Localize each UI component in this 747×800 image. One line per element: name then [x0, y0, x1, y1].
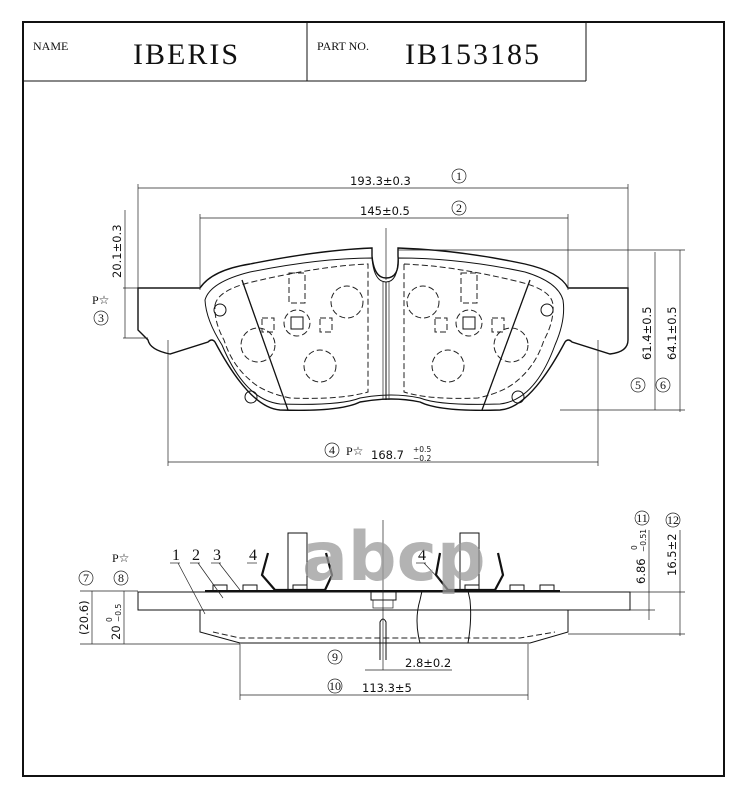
callout-4-right: 4	[418, 547, 426, 564]
dim-11-tol-lower: −0.51	[639, 529, 648, 552]
dim-6-value: 64.1±0.5	[665, 306, 679, 360]
side-view-dimensions: 7 (20.6) P☆ 8 20 0 −0.5 9 2.8±0.2 10 113…	[77, 510, 685, 700]
dim-11-id: 11	[636, 511, 648, 525]
dim-12-value: 16.5±2	[665, 533, 679, 576]
dim-9-id: 9	[332, 650, 338, 664]
top-view-dimensions: 193.3±0.3 1 145±0.5 2 20.1±0.3 P☆ 3 4 P☆…	[92, 168, 685, 466]
dim-4-marker: P☆	[346, 444, 363, 458]
pad-top-view	[137, 247, 629, 412]
dim-4-tol-lower: −0.2	[413, 454, 431, 463]
dim-7-id: 7	[83, 571, 89, 585]
dim-8-id: 8	[118, 571, 124, 585]
dim-11-tol-upper: 0	[630, 545, 639, 550]
name-label: NAME	[33, 39, 68, 53]
dim-5-id: 5	[635, 378, 641, 392]
dim-3-marker: P☆	[92, 293, 109, 307]
dim-10-value: 113.3±5	[362, 681, 412, 695]
dim-3-value: 20.1±0.3	[110, 224, 124, 278]
dim-3-id: 3	[98, 311, 104, 325]
callout-2: 2	[192, 547, 200, 564]
callout-1: 1	[172, 547, 180, 564]
dim-4-tol-upper: +0.5	[413, 445, 431, 454]
dim-10-id: 10	[329, 679, 341, 693]
dim-8-tol-upper: 0	[105, 617, 114, 622]
dim-8-tol-lower: −0.5	[114, 604, 123, 622]
drawing-frame	[22, 21, 725, 777]
dim-11-value: 6.86	[634, 558, 648, 584]
part-no-value: IB153185	[405, 38, 541, 71]
dim-5-value: 61.4±0.5	[640, 306, 654, 360]
dim-7-value: (20.6)	[77, 600, 91, 635]
dim-6-id: 6	[660, 378, 666, 392]
dim-1-value: 193.3±0.3	[350, 174, 411, 188]
pad-side-view	[137, 520, 631, 670]
title-block: NAME IBERIS PART NO. IB153185	[23, 22, 587, 82]
dim-4-value: 168.7	[371, 448, 404, 462]
dim-8-value: 20	[109, 625, 123, 640]
dim-4-id: 4	[329, 443, 335, 457]
callout-4-left: 4	[249, 547, 257, 564]
part-no-label: PART NO.	[317, 39, 369, 53]
callout-3: 3	[213, 547, 221, 564]
dim-2-id: 2	[456, 201, 462, 215]
dim-8-marker: P☆	[112, 551, 129, 565]
dim-1-id: 1	[456, 169, 462, 183]
dim-2-value: 145±0.5	[360, 204, 410, 218]
name-value: IBERIS	[133, 38, 240, 71]
watermark-logo: abcp	[302, 518, 486, 597]
dim-9-value: 2.8±0.2	[405, 656, 451, 670]
dim-12-id: 12	[667, 513, 679, 527]
part-callouts: 1 2 3 4 4	[170, 547, 441, 615]
